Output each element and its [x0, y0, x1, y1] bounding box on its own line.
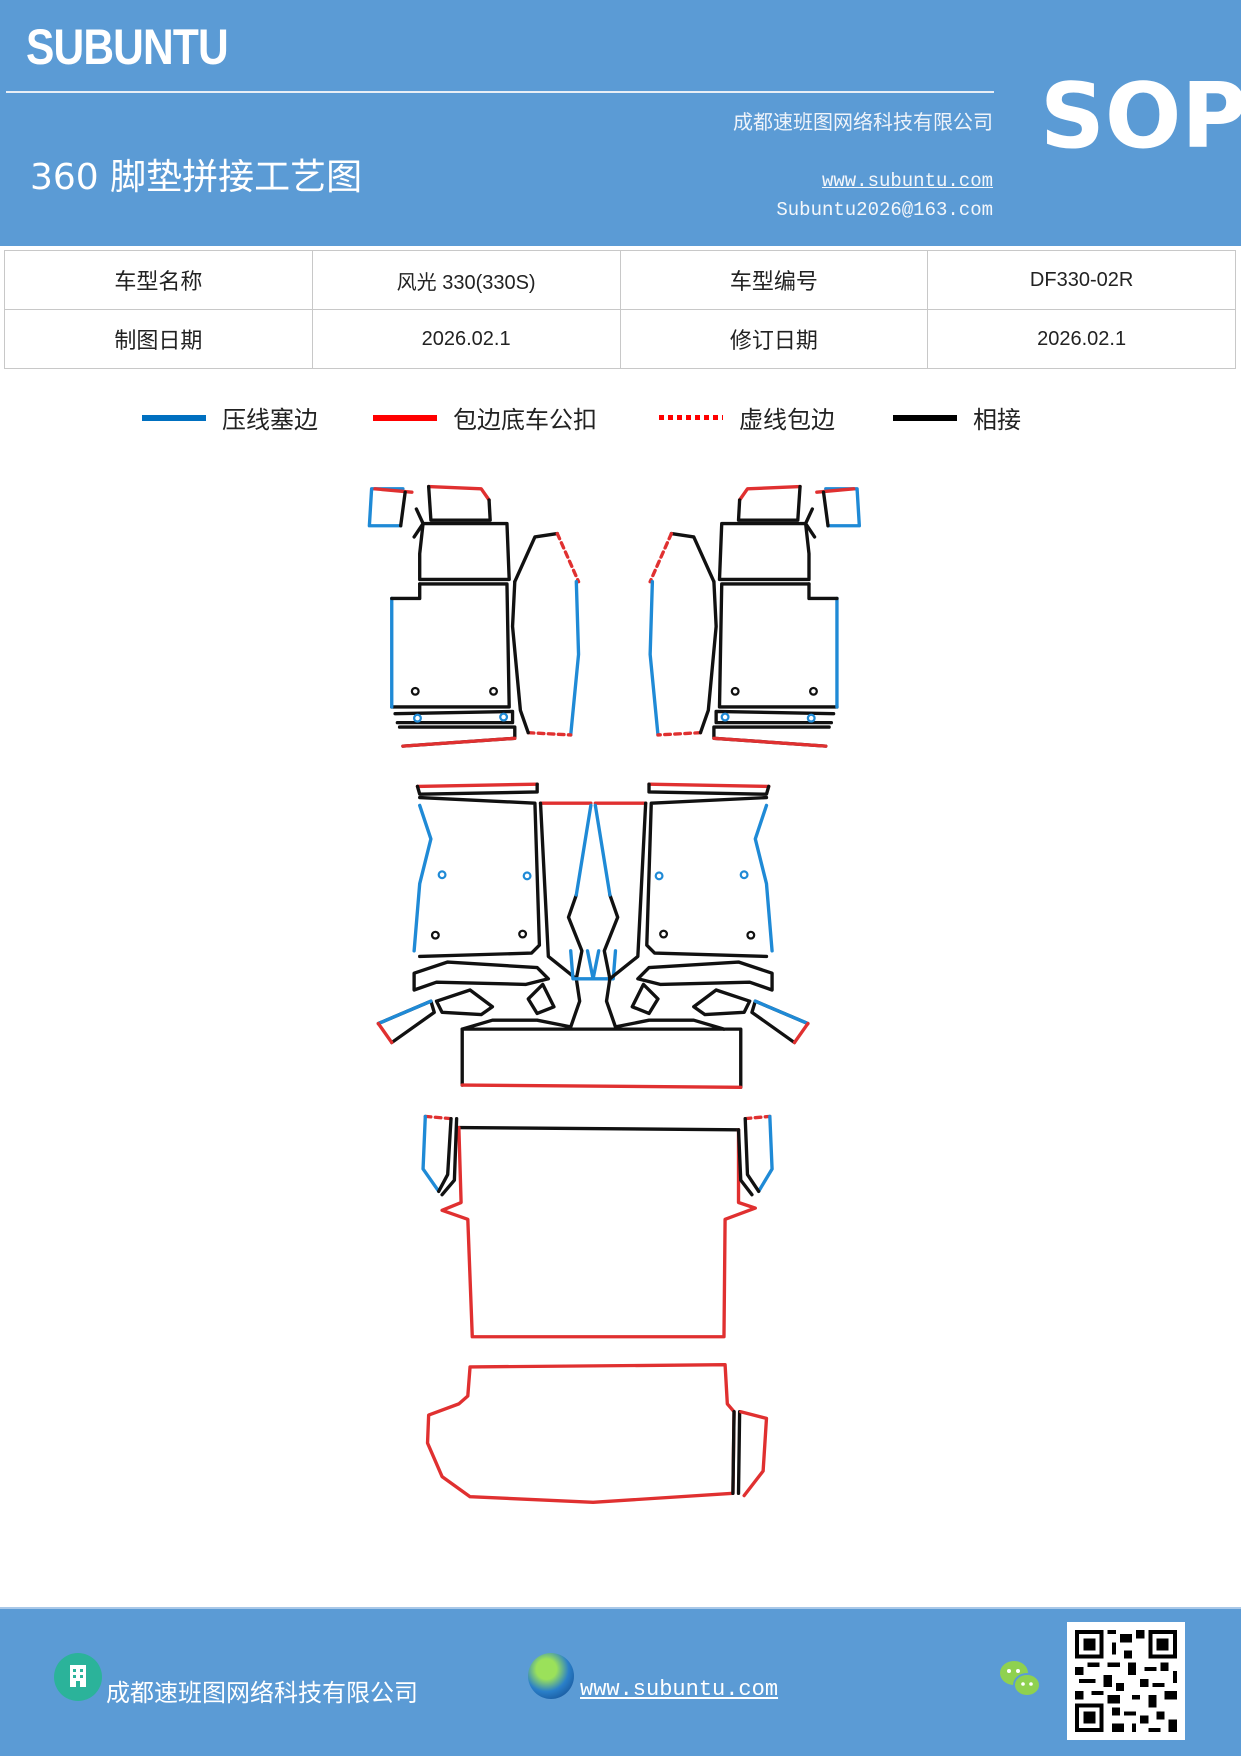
table-row: 制图日期 2026.02.1 修订日期 2026.02.1 — [4, 309, 1236, 369]
legend-label: 相接 — [973, 406, 1021, 434]
label-draw-date: 制图日期 — [4, 309, 313, 369]
legend-item: 虚线包边 — [659, 400, 835, 435]
value-draw-date: 2026.02.1 — [311, 309, 621, 369]
footer-website-link[interactable]: www.subuntu.com — [580, 1677, 779, 1702]
label-revise-date: 修订日期 — [619, 309, 929, 369]
trunk-mat — [425, 1363, 769, 1504]
header-divider — [6, 91, 994, 93]
rear-floor-mat — [421, 1114, 774, 1339]
legend-swatch — [373, 414, 437, 421]
page-title: 360 脚垫拼接工艺图 — [30, 157, 363, 198]
legend: 压线塞边 包边底车公扣 虚线包边 相接 — [0, 400, 1241, 440]
footer-company: 成都速班图网络科技有限公司 — [106, 1679, 418, 1707]
middle-bottom-mat — [460, 1027, 743, 1089]
table-row: 车型名称 风光 330(330S) 车型编号 DF330-02R — [4, 250, 1236, 310]
label-model-name: 车型名称 — [4, 250, 313, 310]
email: Subuntu2026@163.com — [776, 199, 993, 221]
website-link[interactable]: www.subuntu.com — [821, 170, 993, 192]
legend-swatch — [142, 414, 206, 421]
legend-label: 虚线包边 — [739, 406, 835, 434]
legend-label: 包边底车公扣 — [453, 406, 597, 434]
building-icon — [54, 1653, 102, 1701]
wechat-icon — [997, 1657, 1043, 1701]
legend-label: 压线塞边 — [222, 406, 318, 434]
legend-item: 压线塞边 — [142, 400, 318, 435]
globe-icon — [528, 1653, 574, 1699]
legend-item: 相接 — [893, 400, 1021, 435]
middle-left-mats — [376, 782, 618, 1045]
qr-code[interactable] — [1067, 1622, 1185, 1740]
middle-right-mats — [569, 782, 810, 1045]
value-model-code: DF330-02R — [927, 250, 1236, 310]
front-right-mats — [648, 484, 862, 748]
brand-logo: SUBUNTU — [26, 19, 229, 75]
value-revise-date: 2026.02.1 — [927, 309, 1236, 369]
doc-type: SOP — [1040, 64, 1241, 169]
footer: 成都速班图网络科技有限公司 www.subuntu.com — [0, 1607, 1241, 1756]
header: SUBUNTU SOP 成都速班图网络科技有限公司 360 脚垫拼接工艺图 ww… — [0, 0, 1241, 246]
front-left-mats — [367, 484, 581, 748]
legend-item: 包边底车公扣 — [373, 400, 597, 435]
value-model-name: 风光 330(330S) — [311, 250, 621, 310]
company-name: 成都速班图网络科技有限公司 — [733, 110, 993, 134]
legend-swatch — [659, 415, 723, 420]
info-table: 车型名称 风光 330(330S) 车型编号 DF330-02R 制图日期 20… — [4, 250, 1236, 369]
label-model-code: 车型编号 — [619, 250, 929, 310]
legend-swatch — [893, 414, 957, 421]
